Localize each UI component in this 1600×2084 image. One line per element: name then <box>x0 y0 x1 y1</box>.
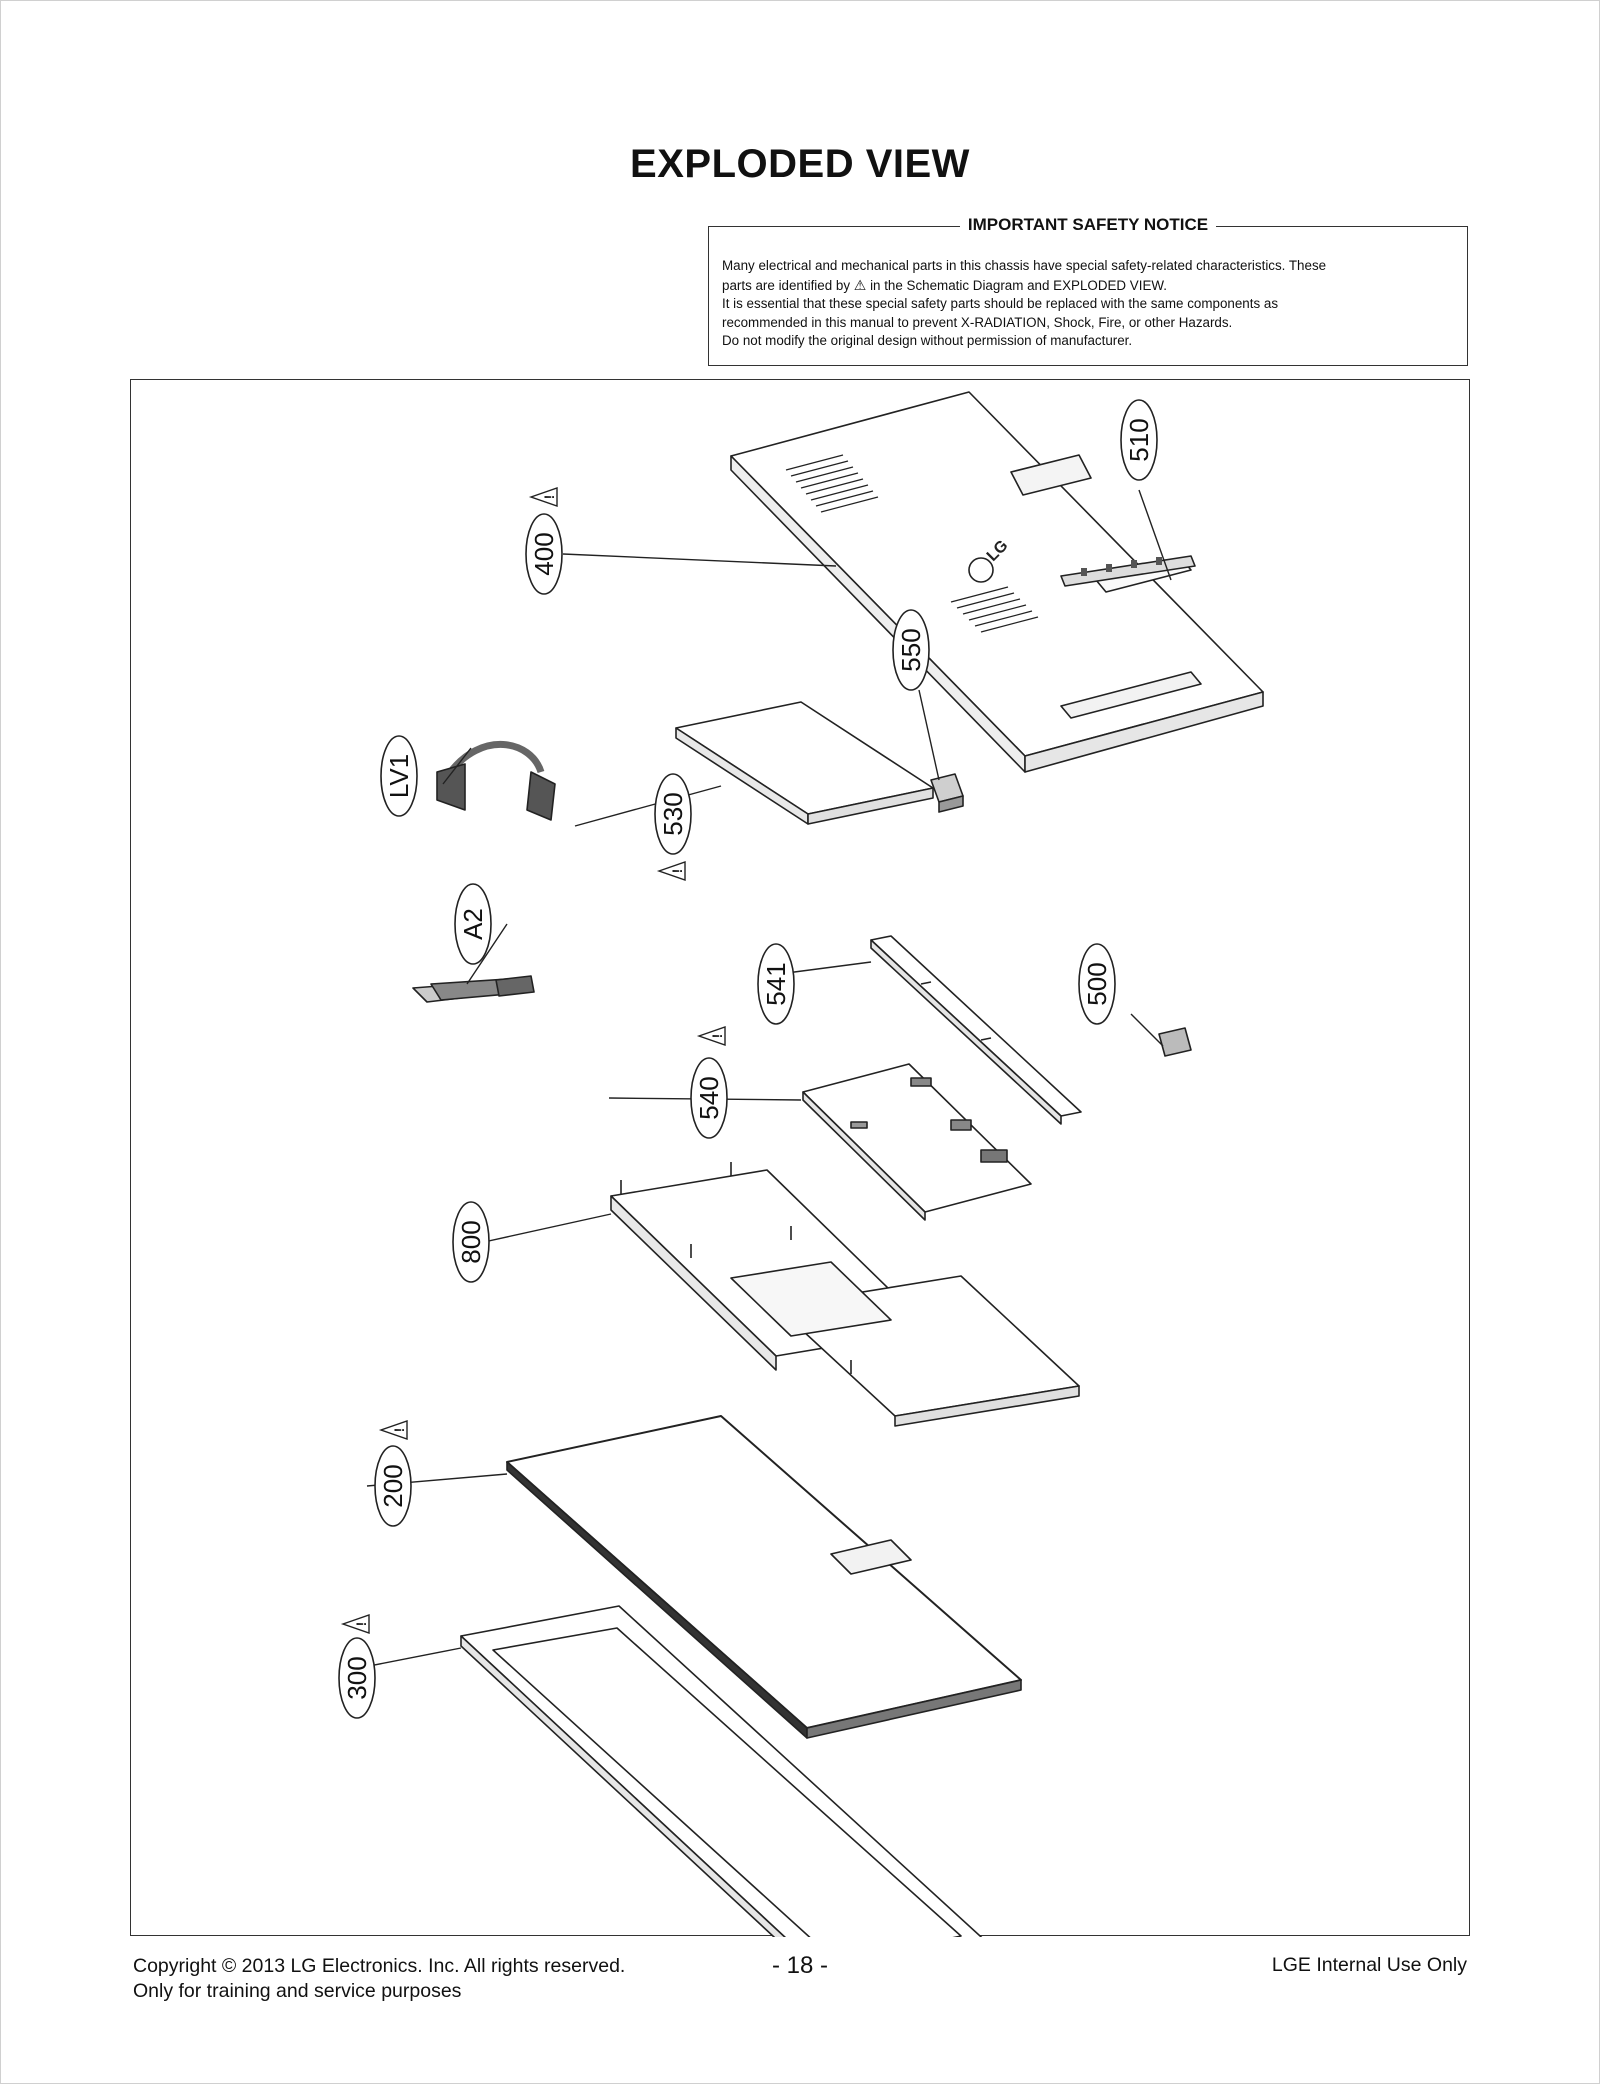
safety-notice-heading: IMPORTANT SAFETY NOTICE <box>959 215 1217 234</box>
callout-label: 400 <box>529 532 559 575</box>
footer-page-number: - 18 - <box>771 1952 828 1979</box>
callout-label: 800 <box>456 1220 486 1263</box>
callout-500: 500 <box>1078 943 1116 1025</box>
part-530-power-board <box>675 701 934 825</box>
safety-warning-icon: ! <box>528 487 558 507</box>
callout-400: 400 ! <box>525 487 563 595</box>
footer-copyright: Copyright © 2013 LG Electronics. Inc. Al… <box>133 1955 626 1977</box>
part-500-board <box>1158 1027 1192 1057</box>
callout-label: 300 <box>342 1656 372 1699</box>
footer-left: Copyright © 2013 LG Electronics. Inc. Al… <box>133 1954 625 2004</box>
part-400-back-cover: LG <box>730 391 1264 773</box>
safety-notice-line-3: It is essential that these special safet… <box>722 296 1279 312</box>
part-300-front-cabinet <box>460 1605 983 1937</box>
footer-purpose: Only for training and service purposes <box>133 1980 462 2002</box>
safety-notice-line-5: Do not modify the original design withou… <box>722 333 1133 349</box>
callout-label: LV1 <box>384 754 414 798</box>
part-510-control-key <box>1060 555 1196 587</box>
svg-text:!: ! <box>541 495 557 500</box>
callout-200: 200 ! <box>374 1420 412 1527</box>
warning-triangle-icon: ⚠ <box>853 276 867 293</box>
safety-warning-icon: ! <box>656 861 686 881</box>
part-540-main-board <box>802 1063 1032 1221</box>
callout-label: 540 <box>694 1076 724 1119</box>
callout-550: 550 <box>892 609 930 691</box>
exploded-view-svg: LG <box>338 391 1264 1937</box>
page-title: EXPLODED VIEW <box>630 142 970 186</box>
callout-LV1: LV1 <box>380 735 418 817</box>
callout-510: 510 <box>1120 399 1158 481</box>
safety-notice-heading-wrap: IMPORTANT SAFETY NOTICE <box>709 215 1467 235</box>
callout-A2: A2 <box>454 883 492 965</box>
callout-300: 300 ! <box>338 1614 376 1719</box>
callout-label: 200 <box>378 1464 408 1507</box>
callout-540: 540 ! <box>690 1026 728 1139</box>
svg-text:!: ! <box>391 1428 407 1433</box>
callout-800: 800 <box>452 1201 490 1283</box>
svg-text:!: ! <box>353 1622 369 1627</box>
part-200-panel <box>506 1415 1022 1739</box>
safety-warning-icon: ! <box>696 1026 726 1046</box>
callout-530: 530 ! <box>654 773 692 881</box>
callout-541: 541 <box>757 943 795 1025</box>
callout-label: A2 <box>458 908 488 940</box>
part-541-bracket <box>870 935 1082 1125</box>
safety-notice-line-1: Many electrical and mechanical parts in … <box>722 258 1327 273</box>
safety-notice-box: IMPORTANT SAFETY NOTICE Many electrical … <box>708 215 1468 366</box>
callout-label: 541 <box>761 962 791 1005</box>
callout-label: 550 <box>896 628 926 671</box>
callout-label: 510 <box>1124 418 1154 461</box>
safety-notice-line-2-after: in the Schematic Diagram and EXPLODED VI… <box>870 277 1168 293</box>
part-LV1-cable <box>436 741 556 821</box>
safety-notice-body: Many electrical and mechanical parts in … <box>722 257 1454 351</box>
svg-text:!: ! <box>709 1034 725 1039</box>
callout-label: 500 <box>1082 962 1112 1005</box>
part-800-rear-frame <box>610 1162 1080 1427</box>
safety-warning-icon: ! <box>340 1614 370 1634</box>
footer-internal-use: LGE Internal Use Only <box>1271 1954 1467 1976</box>
leader-lines <box>348 489 1172 1671</box>
safety-warning-icon: ! <box>378 1420 408 1440</box>
safety-notice-line-2-before: parts are identified by <box>722 277 851 293</box>
part-A2-remote <box>412 975 535 1003</box>
exploded-view-drawing: LG <box>130 379 1470 1937</box>
svg-text:!: ! <box>669 869 685 874</box>
part-550-component <box>930 773 964 813</box>
safety-notice-line-4: recommended in this manual to prevent X-… <box>722 314 1233 330</box>
callout-label: 530 <box>658 792 688 835</box>
safety-notice-line-2: parts are identified by ⚠ in the Schemat… <box>722 276 1454 296</box>
